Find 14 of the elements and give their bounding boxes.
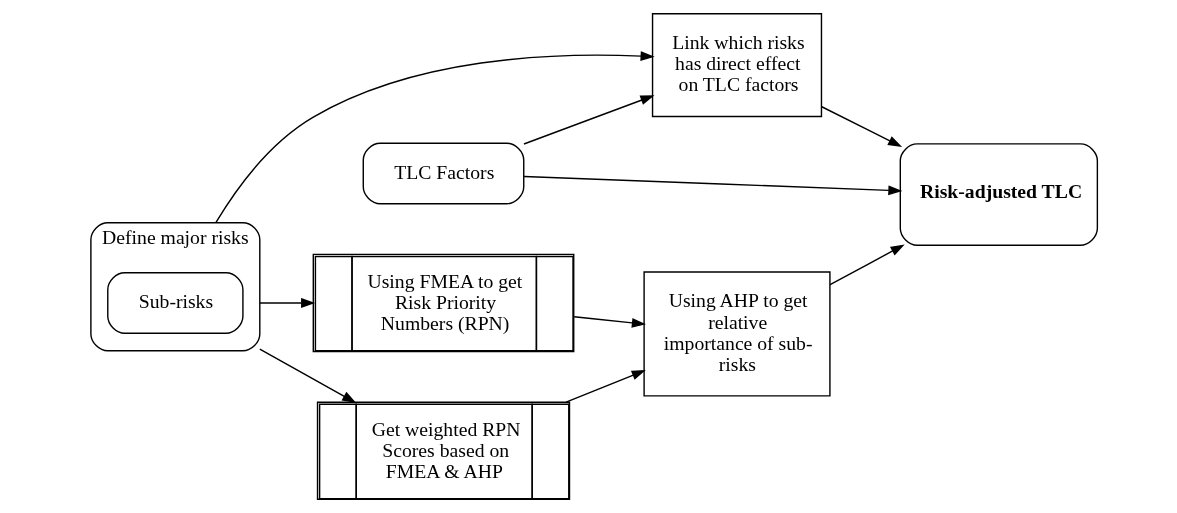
arrow: [565, 370, 646, 403]
node-box: Sub-risks: [107, 272, 244, 334]
arrow: [259, 348, 357, 403]
arrow: [523, 175, 903, 196]
arrow: [573, 316, 646, 328]
arrow: [259, 298, 316, 308]
node-box: Link which risks has direct effect on TLC factors: [651, 12, 823, 118]
arrow: [821, 106, 903, 147]
arrow: [829, 244, 905, 286]
node-box: Using AHP to get relative importance of sub-risks: [643, 271, 831, 397]
node-box: Risk-adjusted TLC: [899, 143, 1099, 246]
arrow: [523, 95, 655, 145]
arrow: [215, 51, 655, 224]
node-box: TLC Factors: [362, 142, 525, 205]
